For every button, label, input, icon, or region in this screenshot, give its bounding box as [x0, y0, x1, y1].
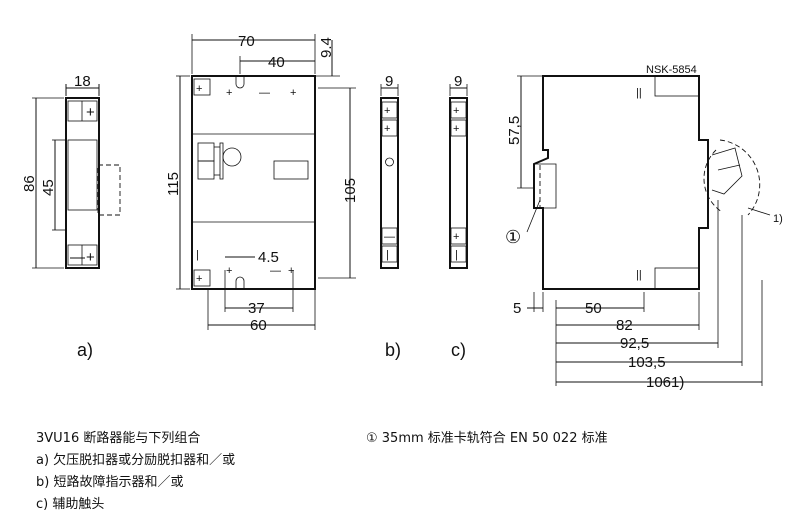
svg-text:|: |: [455, 249, 458, 261]
dim-4-5: 4.5: [258, 249, 279, 266]
svg-text:+: +: [384, 123, 390, 135]
svg-text:—: —: [259, 87, 270, 99]
dim-82: 82: [616, 317, 633, 334]
view-a-front: + + — + + | + + —: [176, 34, 356, 330]
svg-text:+: +: [290, 87, 296, 99]
caption-block: 3VU16 断路器能与下列组合 a) 欠压脱扣器或分励脱扣器和／或 b) 短路故…: [36, 428, 235, 516]
svg-text:|: |: [386, 249, 389, 261]
svg-text:+: +: [226, 87, 232, 99]
dim-105: 105: [342, 178, 359, 203]
svg-text:+: +: [453, 123, 459, 135]
dim-b-9: 9: [385, 73, 393, 90]
dim-40: 40: [268, 54, 285, 71]
dim-18: 18: [74, 73, 91, 90]
dim-92-5: 92,5: [620, 335, 649, 352]
caption-item-b: b) 短路故障指示器和／或: [36, 475, 184, 490]
dim-103-5: 103,5: [628, 354, 666, 371]
svg-text:||: ||: [636, 269, 642, 281]
drawing-number: NSK-5854: [646, 64, 697, 76]
svg-text:+: +: [453, 105, 459, 117]
side-view: || ||: [517, 75, 771, 386]
view-c: + + + |: [449, 84, 468, 269]
dim-60: 60: [250, 317, 267, 334]
svg-text:+: +: [384, 105, 390, 117]
svg-text:—: —: [270, 265, 281, 277]
caption-title: 3VU16 断路器能与下列组合: [36, 431, 201, 446]
view-a-side: + — +: [32, 84, 121, 269]
svg-text:+: +: [86, 104, 95, 121]
label-b: b): [385, 340, 401, 360]
dim-86: 86: [21, 175, 38, 192]
dim-5: 5: [513, 300, 521, 317]
svg-text:—: —: [384, 231, 395, 243]
dim-50: 50: [585, 300, 602, 317]
svg-text:+: +: [86, 249, 95, 266]
svg-text:|: |: [196, 249, 199, 261]
footnote: ① 35mm 标准卡轨符合 EN 50 022 标准: [366, 431, 608, 446]
svg-text:+: +: [196, 273, 202, 285]
caption-item-a: a) 欠压脱扣器或分励脱扣器和／或: [36, 453, 236, 468]
note-1: 1): [773, 213, 783, 225]
dim-37: 37: [248, 300, 265, 317]
dim-57-5: 57,5: [506, 116, 523, 145]
callout-1: ①: [505, 227, 521, 247]
label-c: c): [451, 340, 466, 360]
dim-45: 45: [40, 179, 57, 196]
svg-text:—: —: [70, 249, 85, 266]
view-b: + + — |: [380, 84, 399, 269]
dim-115: 115: [165, 172, 182, 196]
label-a: a): [77, 340, 93, 360]
caption-item-c: c) 辅助触头: [36, 497, 105, 512]
dim-9-4: 9.4: [318, 37, 335, 58]
svg-text:+: +: [288, 265, 294, 277]
svg-text:+: +: [226, 265, 232, 277]
dim-70: 70: [238, 33, 255, 50]
svg-text:+: +: [196, 83, 202, 95]
dim-c-9: 9: [454, 73, 462, 90]
svg-text:+: +: [453, 231, 459, 243]
svg-text:||: ||: [636, 87, 642, 99]
dim-106: 1061): [646, 374, 684, 391]
